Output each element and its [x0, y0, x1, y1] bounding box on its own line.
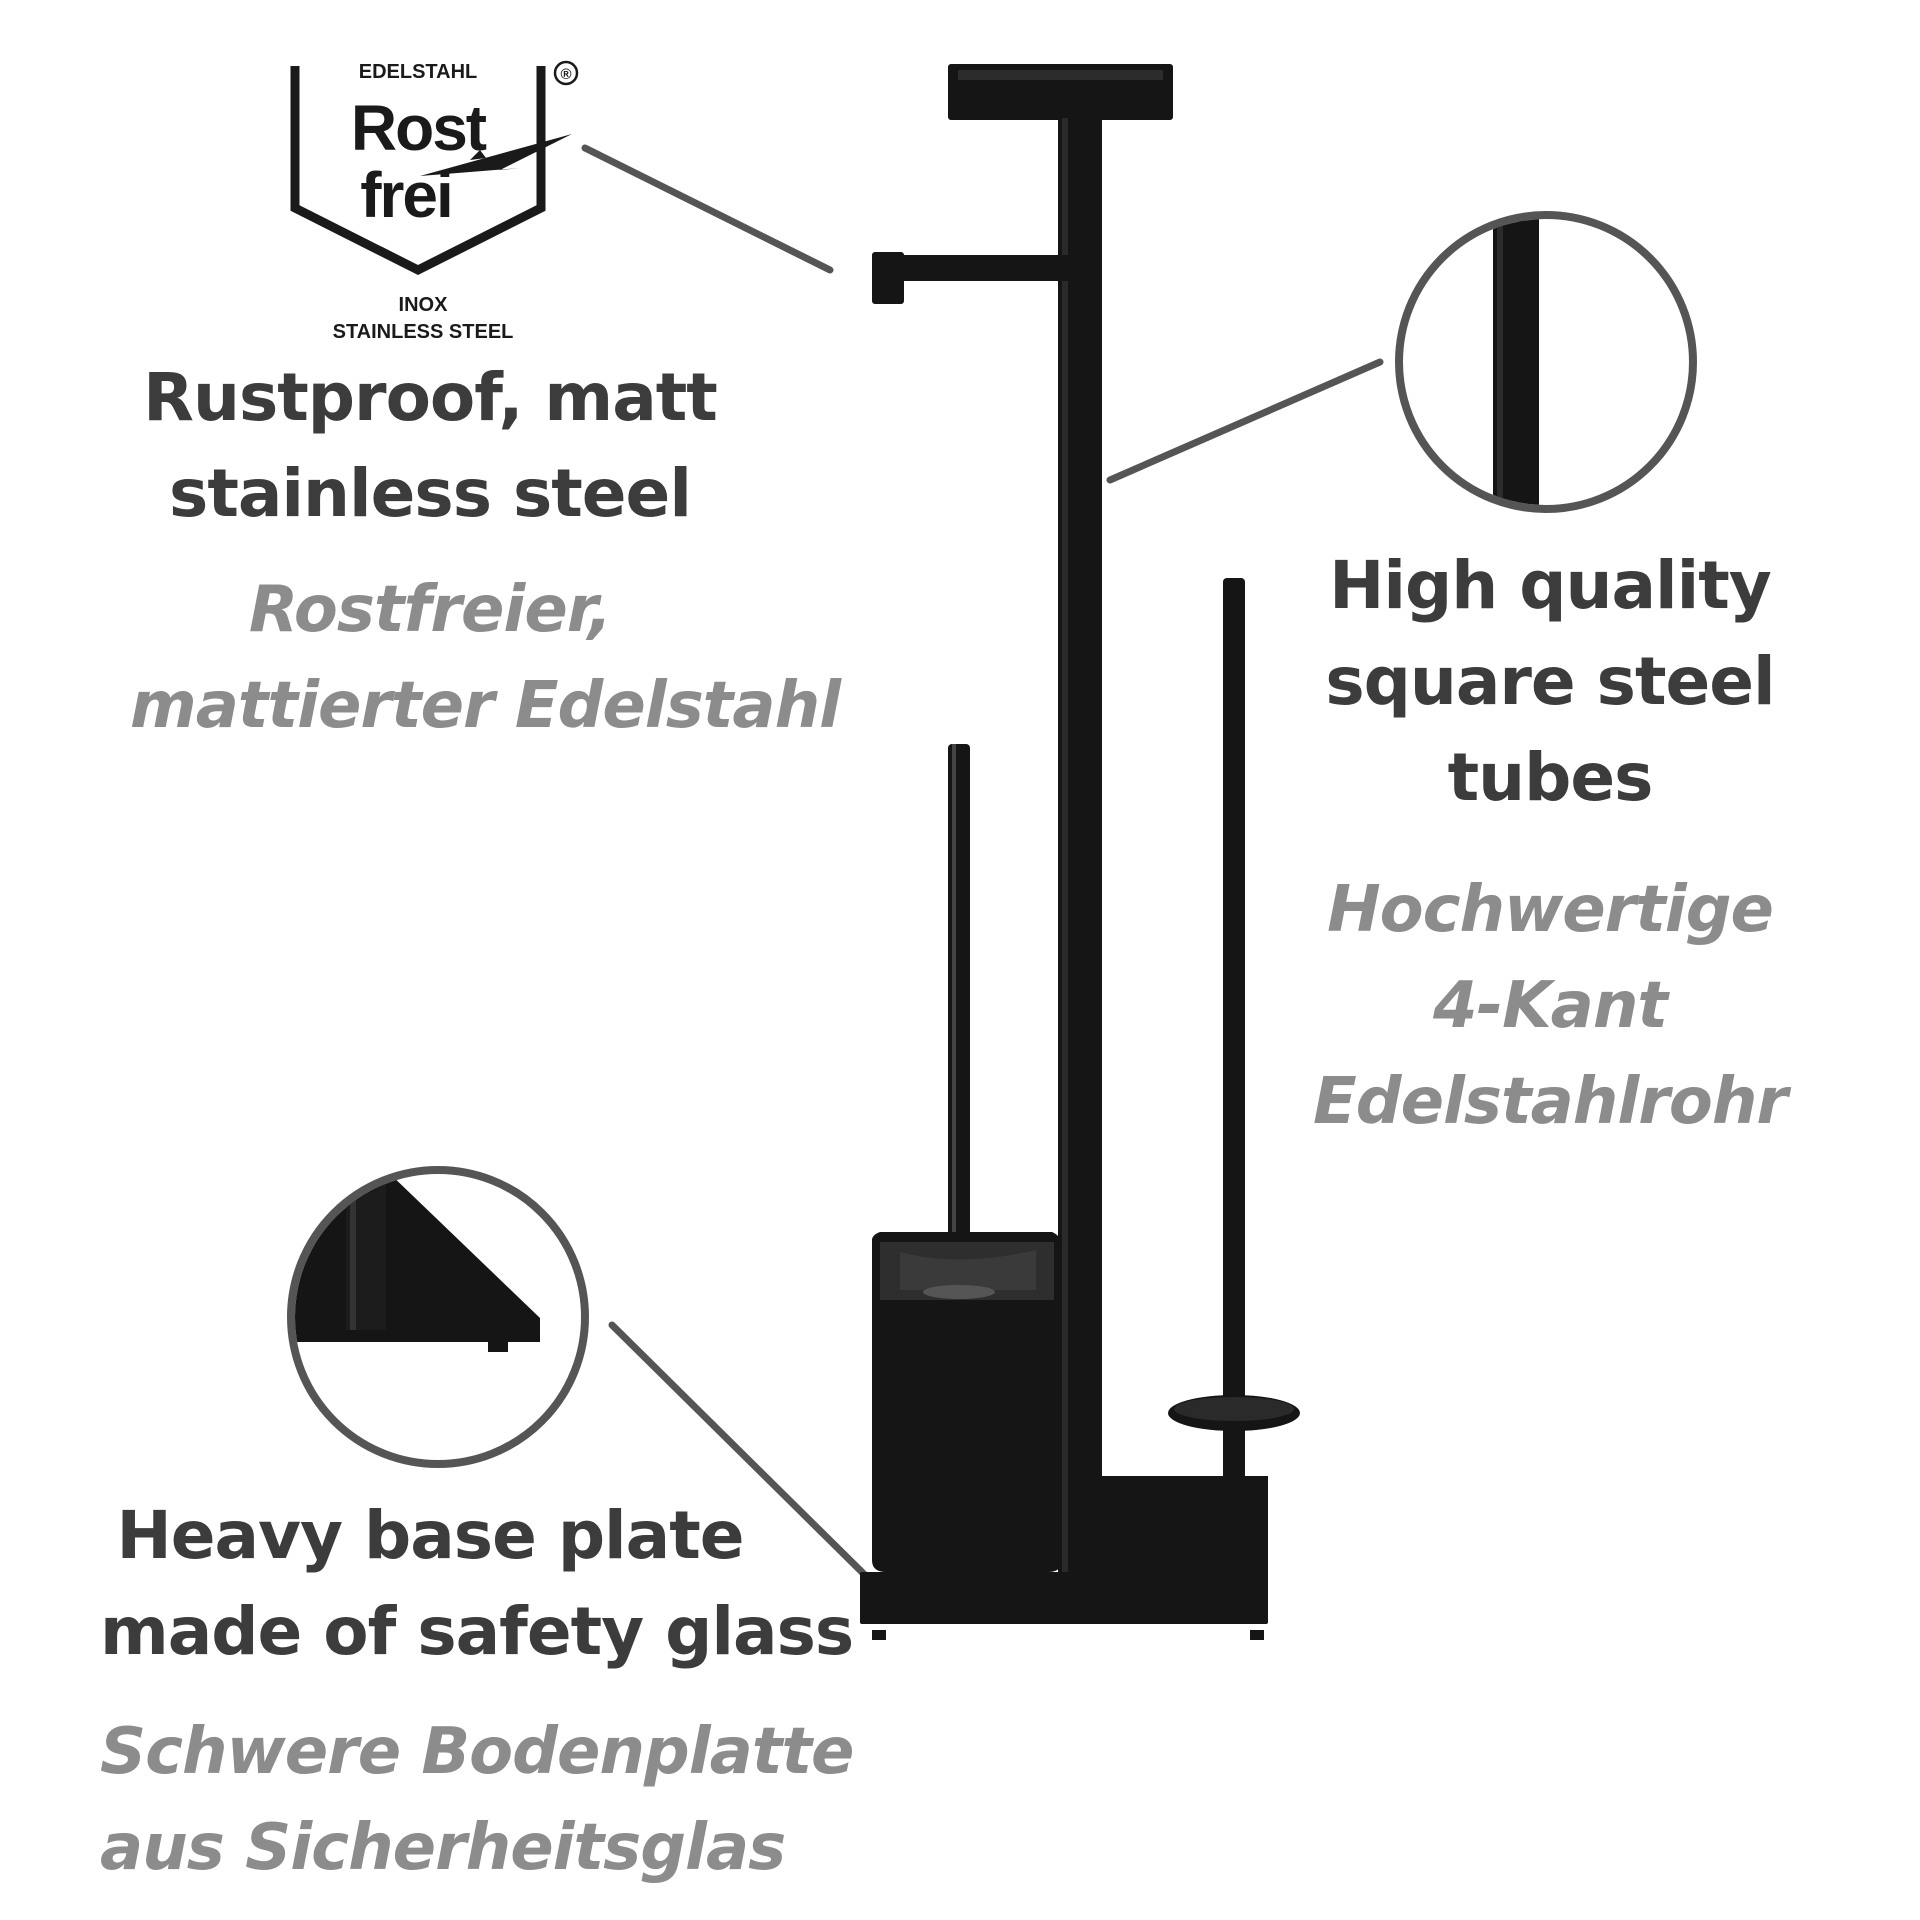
- callout-material: Rustproof, matt stainless steel Rostfrei…: [130, 350, 841, 754]
- brush-handle: [948, 744, 970, 1290]
- registered-mark-icon: [553, 60, 579, 86]
- callout-line-tubes: [1106, 358, 1384, 484]
- badge-word-rost: Rost: [351, 92, 487, 164]
- callout-tubes: High quality square steel tubes Hochwert…: [1290, 538, 1810, 1150]
- callout-line-base: [608, 1321, 874, 1584]
- material-de: Rostfreier, mattierter Edelstahl: [130, 573, 841, 743]
- material-en: Rustproof, matt stainless steel: [143, 359, 718, 532]
- zoom-circle-tube: [1395, 211, 1697, 513]
- zoom-circle-base: [287, 1166, 589, 1468]
- base-plate: [860, 1572, 1268, 1624]
- badge-inox: INOX: [399, 294, 449, 316]
- base-plate-rear: [1102, 1476, 1268, 1576]
- base-en: Heavy base plate made of safety glass: [100, 1497, 854, 1670]
- badge-stainless: STAINLESS STEEL: [333, 321, 514, 343]
- callout-base: Heavy base plate made of safety glass Sc…: [100, 1488, 854, 1896]
- tubes-en: High quality square steel tubes: [1325, 547, 1775, 816]
- badge-top-label: EDELSTAHL: [359, 61, 478, 83]
- badge-word-frei: frei: [360, 159, 452, 231]
- rostfrei-badge: EDELSTAHL ® Rost frei INOX STAINLESS STE…: [290, 60, 579, 343]
- tubes-de: Hochwertige 4-Kant Edelstahlrohr: [1313, 873, 1788, 1139]
- sparkle-icon: [420, 134, 572, 176]
- base-de: Schwere Bodenplatte aus Sicherheitsglas: [100, 1715, 854, 1885]
- callout-lines: [581, 144, 1384, 1584]
- toilet-stand: [860, 64, 1300, 1640]
- spare-roll-rod: [1223, 578, 1245, 1518]
- callout-line-material: [581, 144, 834, 274]
- paper-holder-arm: [890, 255, 1102, 281]
- paper-holder-end: [872, 252, 904, 304]
- brush-container: [872, 1232, 1062, 1572]
- svg-text:®: ®: [560, 66, 571, 83]
